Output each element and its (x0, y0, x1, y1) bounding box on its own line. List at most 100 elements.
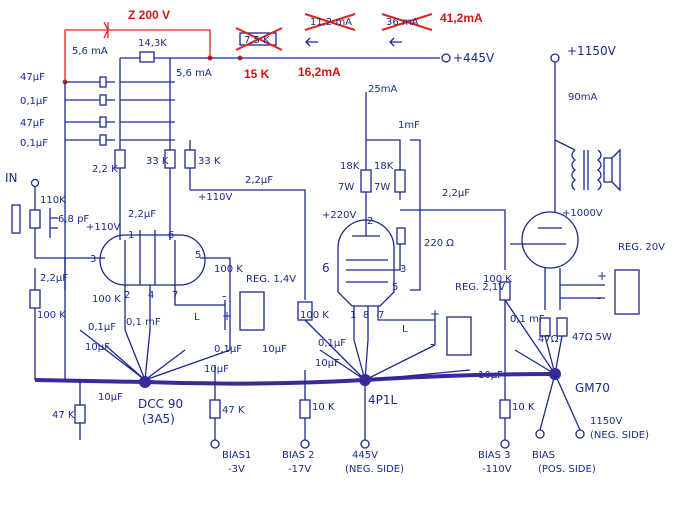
current-25-label: 25mA (368, 84, 397, 95)
bias2-label: BIAS 2 (282, 450, 315, 461)
crossed-resistor-label: 7,5 K (244, 35, 270, 46)
reg20-plus: + (597, 269, 607, 283)
r47a-label: 47 K (52, 410, 75, 421)
r100k-in-label: 100 K (37, 310, 66, 321)
stage1-supply (64, 51, 196, 380)
r22k-label: 2,2 K (92, 164, 118, 175)
reg21-label: REG. 2,1V (455, 282, 505, 293)
c01a-label: 0,1μF (20, 96, 48, 107)
4p1l-label: 4P1L (368, 393, 398, 407)
4p1l-pin-7: 7 (378, 310, 384, 321)
bplus-rail (120, 13, 451, 63)
L1-label: L (194, 312, 200, 323)
bias-network (74, 300, 585, 449)
reg14-minus: - (222, 289, 226, 303)
L2-label: L (402, 324, 408, 335)
w7b-label: 7W (374, 182, 390, 193)
c22-couple2-label: 2,2μF (442, 188, 470, 199)
4p1l-pin-5: 5 (392, 282, 398, 293)
r100k-c-label: 100 K (92, 294, 121, 305)
p1000-label: +1000V (562, 208, 603, 219)
c04c-label: 0,1μF (318, 338, 346, 349)
bias1-label: BIAS1 (222, 450, 251, 461)
4p1l-pin-2: 2 (367, 216, 373, 227)
r100k-d-label: 100 K (300, 310, 329, 321)
dcc-pin-1: 1 (128, 230, 134, 241)
current-56a-label: 5,6 mA (72, 46, 108, 57)
current-56b-label: 5,6 mA (176, 68, 212, 79)
4p1l-pin-1: 1 (350, 310, 356, 321)
4p1l-pin-8: 8 (363, 310, 369, 321)
r100k-e-label: 100 K (483, 274, 512, 285)
current-90-label: 90mA (568, 92, 597, 103)
dcc-pin-6: 6 (168, 230, 174, 241)
r143k-label: 14,3K (138, 38, 167, 49)
dcc-pin-1b: 2 (124, 290, 130, 301)
r18k-b-label: 18K (374, 161, 394, 172)
reg14-label: REG. 1,4V (246, 274, 296, 285)
reg21-minus: - (430, 337, 434, 351)
dcc-pin-5: 5 (195, 250, 201, 261)
c04b-label: 0,1μF (214, 344, 242, 355)
r47c-label: 47Ω (538, 334, 559, 345)
p110a-label: +110V (86, 222, 120, 233)
4p1l-pin-3: 3 (400, 264, 406, 275)
reg14-box (200, 291, 265, 331)
biaspos-side: (POS. SIDE) (538, 464, 596, 475)
c22-couple-label: 2,2μF (245, 175, 273, 186)
p220-label: +220V (322, 210, 356, 221)
c47b-label: 47μF (20, 118, 45, 129)
r33k-b-label: 33 K (198, 156, 221, 167)
zener-label: Z 200 V (128, 8, 170, 22)
bias3-value: -110V (482, 464, 512, 475)
c1mf-label: 1mF (398, 120, 420, 131)
c10c-label: 10μF (98, 392, 123, 403)
rb10b-label: 10 K (512, 402, 535, 413)
reg20-box (560, 269, 640, 315)
neg445-side: (NEG. SIDE) (345, 464, 404, 475)
p110b-label: +110V (198, 192, 232, 203)
c47a-label: 47μF (20, 72, 45, 83)
c01mf-label: 0,1 mF (126, 317, 161, 328)
4p1l-tube (337, 92, 410, 340)
reg21-plus: + (430, 307, 440, 321)
zener-loop (62, 21, 243, 85)
dcc-pin-7: 7 (172, 290, 178, 301)
w7a-label: 7W (338, 182, 354, 193)
c10d-label: 10μF (315, 358, 340, 369)
b1150-rail (550, 53, 560, 140)
reg20-label: REG. 20V (618, 242, 665, 253)
crossed-current-1: 11,2 mA (310, 17, 352, 28)
neg445-label: 445V (352, 450, 378, 461)
c10b-label: 10μF (204, 364, 229, 375)
reg21-box (410, 315, 472, 356)
reg14-plus: + (222, 309, 232, 323)
r110k-label: 110K (40, 195, 66, 206)
dcc-pin-3: 3 (90, 254, 96, 265)
r33k-a-label: 33 K (146, 156, 169, 167)
c10a-label: 10μF (85, 342, 110, 353)
r47d-label: 47Ω 5W (572, 332, 612, 343)
dcc90-tube (99, 220, 231, 350)
c04-label: 0,1μF (88, 322, 116, 333)
dcc90-label: DCC 90 (138, 397, 183, 411)
new-resistor-label: 15 K (244, 67, 270, 81)
r100k-b-label: 100 K (214, 264, 243, 275)
b1150-label: +1150V (567, 44, 617, 58)
neg1150-label: 1150V (590, 416, 622, 427)
c01mf-b-label: 0,1 mF (510, 314, 545, 325)
gm70-tube (510, 139, 621, 310)
new-current-1: 16,2mA (298, 65, 341, 79)
neg1150-side: (NEG. SIDE) (590, 430, 649, 441)
coupling-1 (190, 189, 313, 321)
rb10a-label: 10 K (312, 402, 335, 413)
dcc90-alt-label: (3A5) (142, 412, 175, 426)
4p1l-pin-6: 6 (322, 261, 330, 275)
c01b-label: 0,1μF (20, 138, 48, 149)
dcc-pin-4: 4 (148, 290, 154, 301)
bias1-value: -3V (228, 464, 245, 475)
crossed-current-2: 36 mA (386, 17, 419, 28)
4p1l-load (360, 139, 511, 301)
bias2-value: -17V (288, 464, 311, 475)
